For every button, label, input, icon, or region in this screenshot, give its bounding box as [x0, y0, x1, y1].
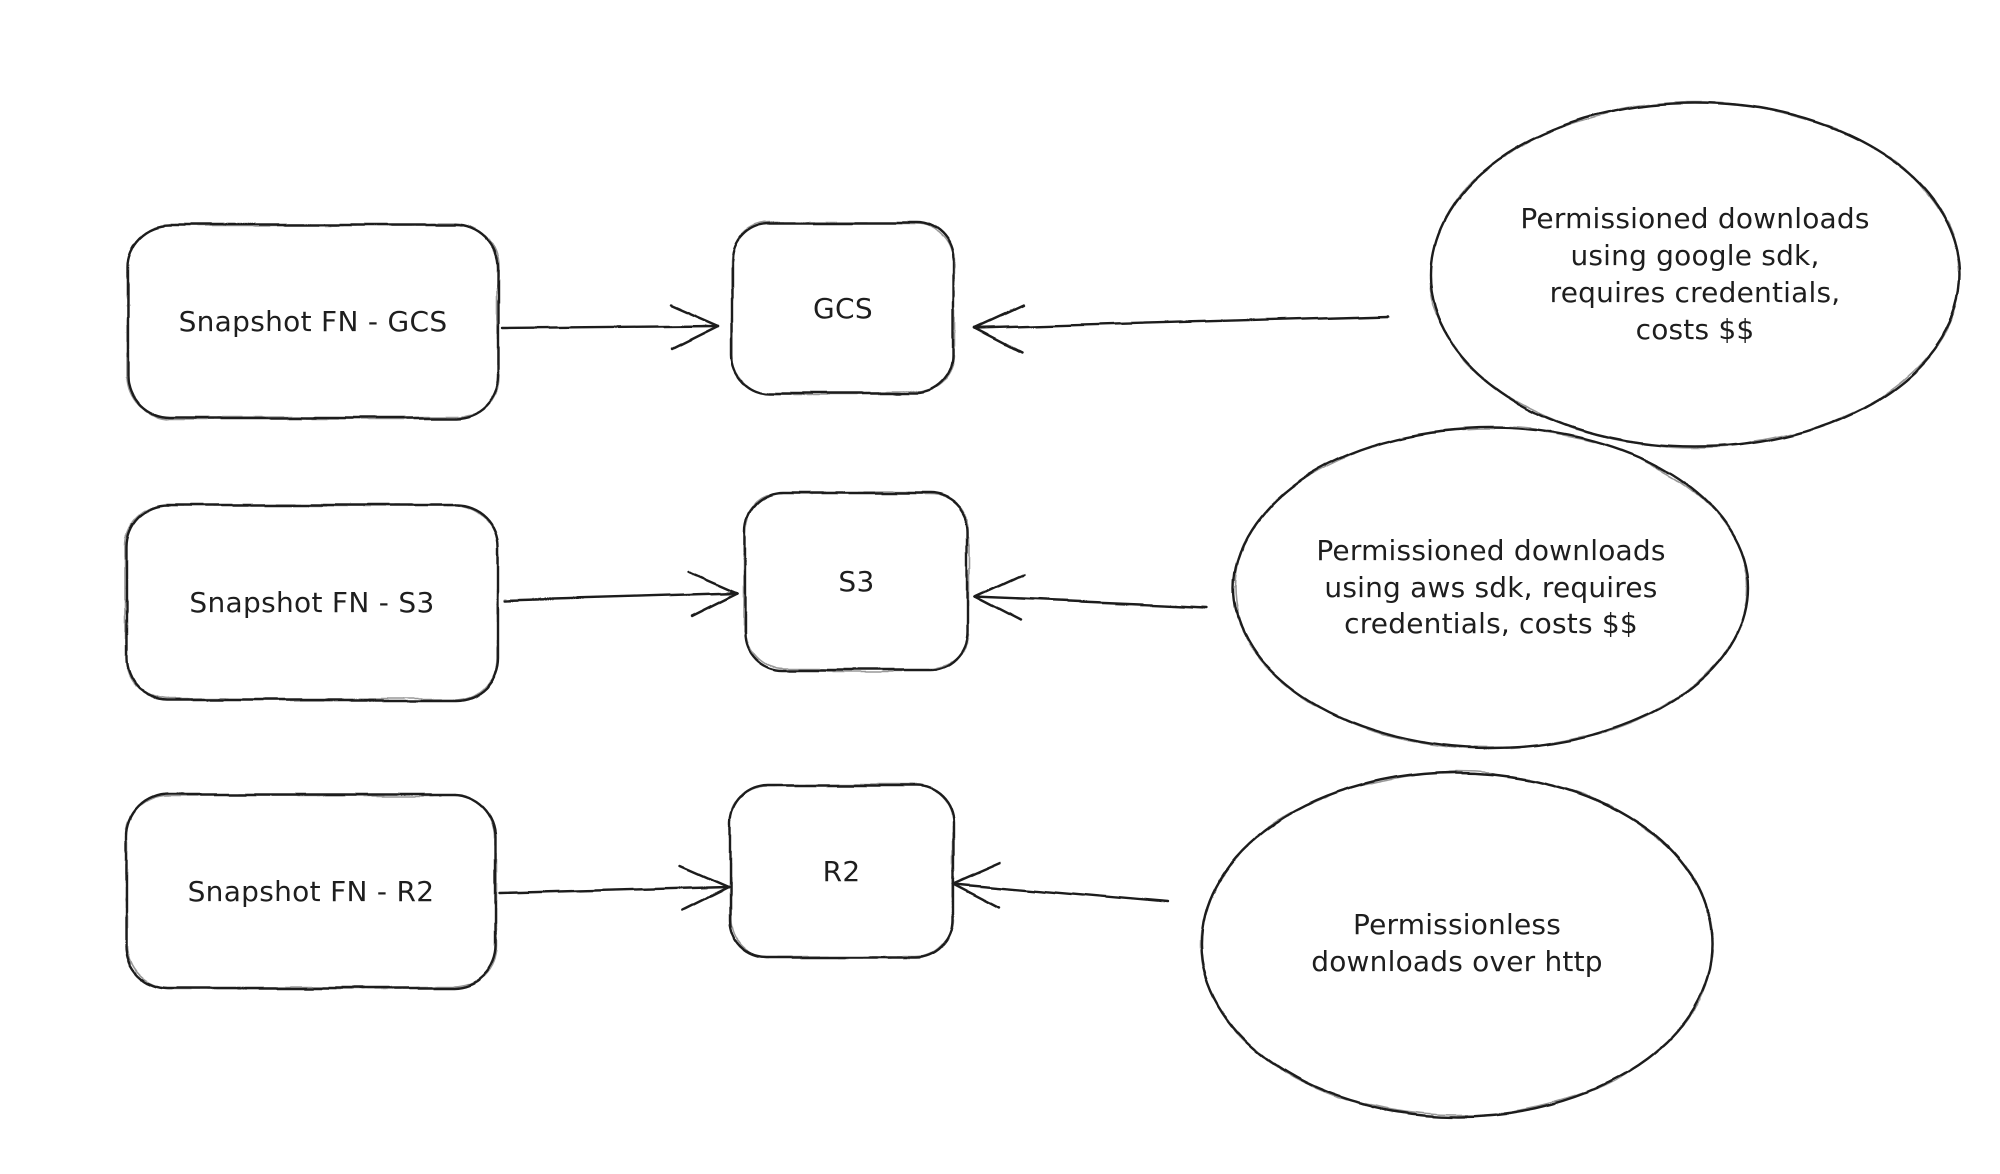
arrow-snapshot-to-r2: [498, 864, 730, 912]
r2-node: [728, 783, 955, 960]
arrow-snapshot-to-gcs: [500, 303, 720, 351]
note-ellipse-gcs: [1428, 101, 1962, 449]
sketch-double-stroke-layer: [125, 102, 1961, 1117]
arrow-snapshot-to-s3: [503, 570, 739, 618]
note-ellipse-r2: [1199, 770, 1715, 1118]
gcs-node: [730, 221, 956, 395]
snapshot-s3-node: [124, 503, 500, 702]
arrow-note-to-gcs: [973, 304, 1391, 354]
arrow-note-to-s3: [973, 573, 1210, 623]
snapshot-r2-node: [124, 793, 498, 990]
note-ellipse-s3: [1232, 426, 1750, 750]
arrow-note-to-r2: [951, 860, 1170, 909]
snapshot-gcs-node: [126, 223, 500, 420]
s3-node: [743, 491, 970, 672]
